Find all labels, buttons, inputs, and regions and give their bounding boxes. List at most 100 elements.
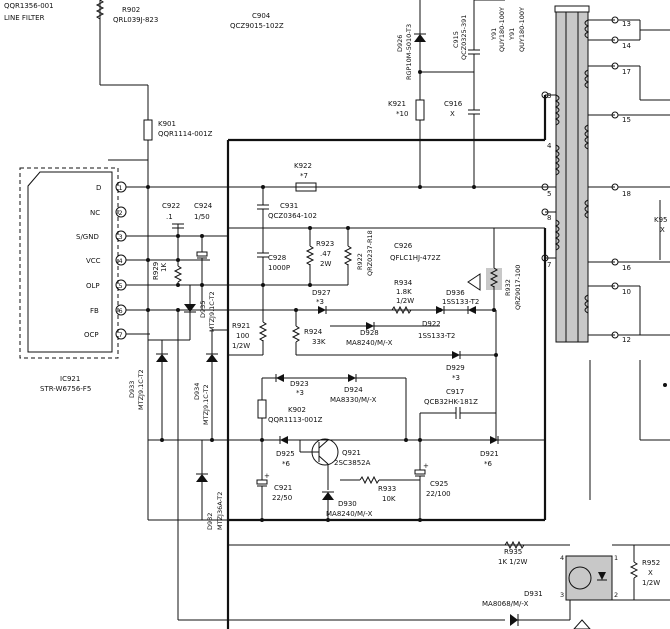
d935-part: MTZJ9.1C-T2: [208, 291, 216, 332]
r934-resistor: [391, 305, 412, 315]
ic921-pin-olp: OLP: [86, 282, 100, 290]
r921-label: R921: [232, 322, 250, 330]
c921-plus: +: [264, 472, 270, 480]
c922-value: .1: [166, 213, 173, 221]
c925-plus: +: [423, 462, 429, 470]
d922-part: 1SS133-T2: [418, 332, 455, 340]
d926-part: RGP10M-5010-T3: [405, 24, 413, 80]
tx-pin-16: 16: [622, 264, 631, 272]
secondary-coil-2: [584, 69, 590, 89]
r923-resistor: [305, 245, 315, 266]
secondary-coil-1: [584, 19, 590, 39]
line-filter-section: QQR1356-001 LINE FILTER R902 QRL039J-823…: [4, 0, 213, 161]
opto-pin-1: 1: [614, 554, 618, 562]
ic921-pin-2-num: 2: [119, 209, 123, 217]
line-filter-label: LINE FILTER: [4, 14, 45, 22]
tx-pin-3: 3: [547, 92, 551, 100]
k922-label: K922: [294, 162, 312, 170]
c904-part: QCZ9015-102Z: [230, 22, 284, 30]
k921-value: *10: [396, 110, 408, 118]
c916-label: C916: [444, 100, 463, 108]
r934-watt: 1/2W: [396, 297, 414, 305]
c928-label: C928: [268, 254, 286, 262]
d925-value: *6: [282, 460, 291, 468]
y91a-label: Y91: [490, 28, 498, 41]
ic921-part: STR-W6756-F5: [40, 385, 91, 393]
d933-label: D933: [128, 381, 136, 398]
d921-value: *6: [484, 460, 493, 468]
d929-label: D929: [446, 364, 465, 372]
d925-label: D925: [276, 450, 295, 458]
c917-part: QCB32HK-181Z: [424, 398, 478, 406]
r924-value: 33K: [312, 338, 326, 346]
r934-label: R934: [394, 279, 413, 287]
d936-label: D936: [446, 289, 465, 297]
d921-label: D921: [480, 450, 499, 458]
c924-label: C924: [194, 202, 213, 210]
ic921-pin-d: D: [96, 184, 101, 192]
ic921-pin-vcc: VCC: [86, 257, 101, 265]
d923-value: *3: [296, 389, 304, 397]
k921-label: K921: [388, 100, 406, 108]
k922-value: *7: [300, 172, 308, 180]
y91a-part: QUY180-100Y: [498, 7, 506, 52]
y91b-part: QUY180-100Y: [518, 7, 526, 52]
transformer-core: [555, 11, 589, 343]
k901-part: QQR1114-001Z: [158, 130, 213, 138]
c921-label: C921: [274, 484, 292, 492]
r902-label: R902: [122, 6, 140, 14]
ic921-pin-5-num: 5: [119, 282, 123, 290]
tx-pin-18: 18: [622, 190, 631, 198]
c928-value: 1000P: [268, 264, 290, 272]
ic921-pin-ocp: OCP: [84, 331, 99, 339]
d923-label: D923: [290, 380, 309, 388]
ic921-pin-fb: FB: [90, 307, 99, 315]
k902-resistor: [257, 399, 267, 419]
opto-pin-2: 2: [614, 591, 618, 599]
r932-label: R932: [504, 279, 512, 296]
r922-label: R922: [356, 253, 364, 270]
c926-label: C926: [394, 242, 413, 250]
qqr1356-label: QQR1356-001: [4, 2, 54, 10]
tx-pin-5: 5: [547, 190, 551, 198]
k902-label: K902: [288, 406, 306, 414]
tx-pin-4: 4: [547, 142, 552, 150]
ic921-block: 1 2 3 4 5 6 7 D NC S/GND VCC OLP FB OCP …: [19, 167, 127, 393]
r902-resistor: [95, 0, 105, 20]
d929-value: *3: [452, 374, 460, 382]
ic921-pin-4-num: 4: [119, 257, 123, 265]
ic921-pin-6-num: 6: [119, 307, 123, 315]
k901-resistor: [143, 119, 153, 141]
y91b-label: Y91: [508, 28, 516, 41]
d926-diode: [414, 34, 426, 42]
primary-coil-2: [554, 144, 560, 176]
tx-pin-12: 12: [622, 336, 631, 344]
c915-part: QCZ0325-391: [460, 15, 468, 60]
r902-part: QRL039J-823: [113, 16, 158, 24]
d936-part: 1SS133-T2: [442, 298, 479, 306]
r935-resistor: [504, 540, 525, 550]
r933-value: 10K: [382, 495, 396, 503]
r933-resistor: [359, 475, 380, 485]
r929-value: 1K: [160, 263, 168, 272]
q921-part: 2SC3852A: [334, 459, 371, 467]
tx-pin-17: 17: [622, 68, 631, 76]
c922-label: C922: [162, 202, 180, 210]
c925-label: C925: [430, 480, 448, 488]
secondary-coil-5: [584, 294, 590, 314]
r932-part: QRZ9017-100: [514, 265, 522, 310]
opto-pin-4: 4: [560, 554, 564, 562]
k95x-value: X: [660, 226, 665, 234]
c917-label: C917: [446, 388, 464, 396]
d922-label: D922: [422, 320, 441, 328]
d924-part: MA8330/M/-X: [330, 396, 377, 404]
c921-value: 22/50: [272, 494, 292, 502]
ic921-outline: [19, 167, 119, 359]
d932-part: MTZJ36A-T2: [216, 492, 224, 530]
r952-resistor: [629, 561, 639, 579]
d935-label: D935: [199, 301, 207, 318]
r924-resistor: [291, 325, 301, 343]
r921-watt: 1/2W: [232, 342, 250, 350]
d931-label: D931: [524, 590, 543, 598]
